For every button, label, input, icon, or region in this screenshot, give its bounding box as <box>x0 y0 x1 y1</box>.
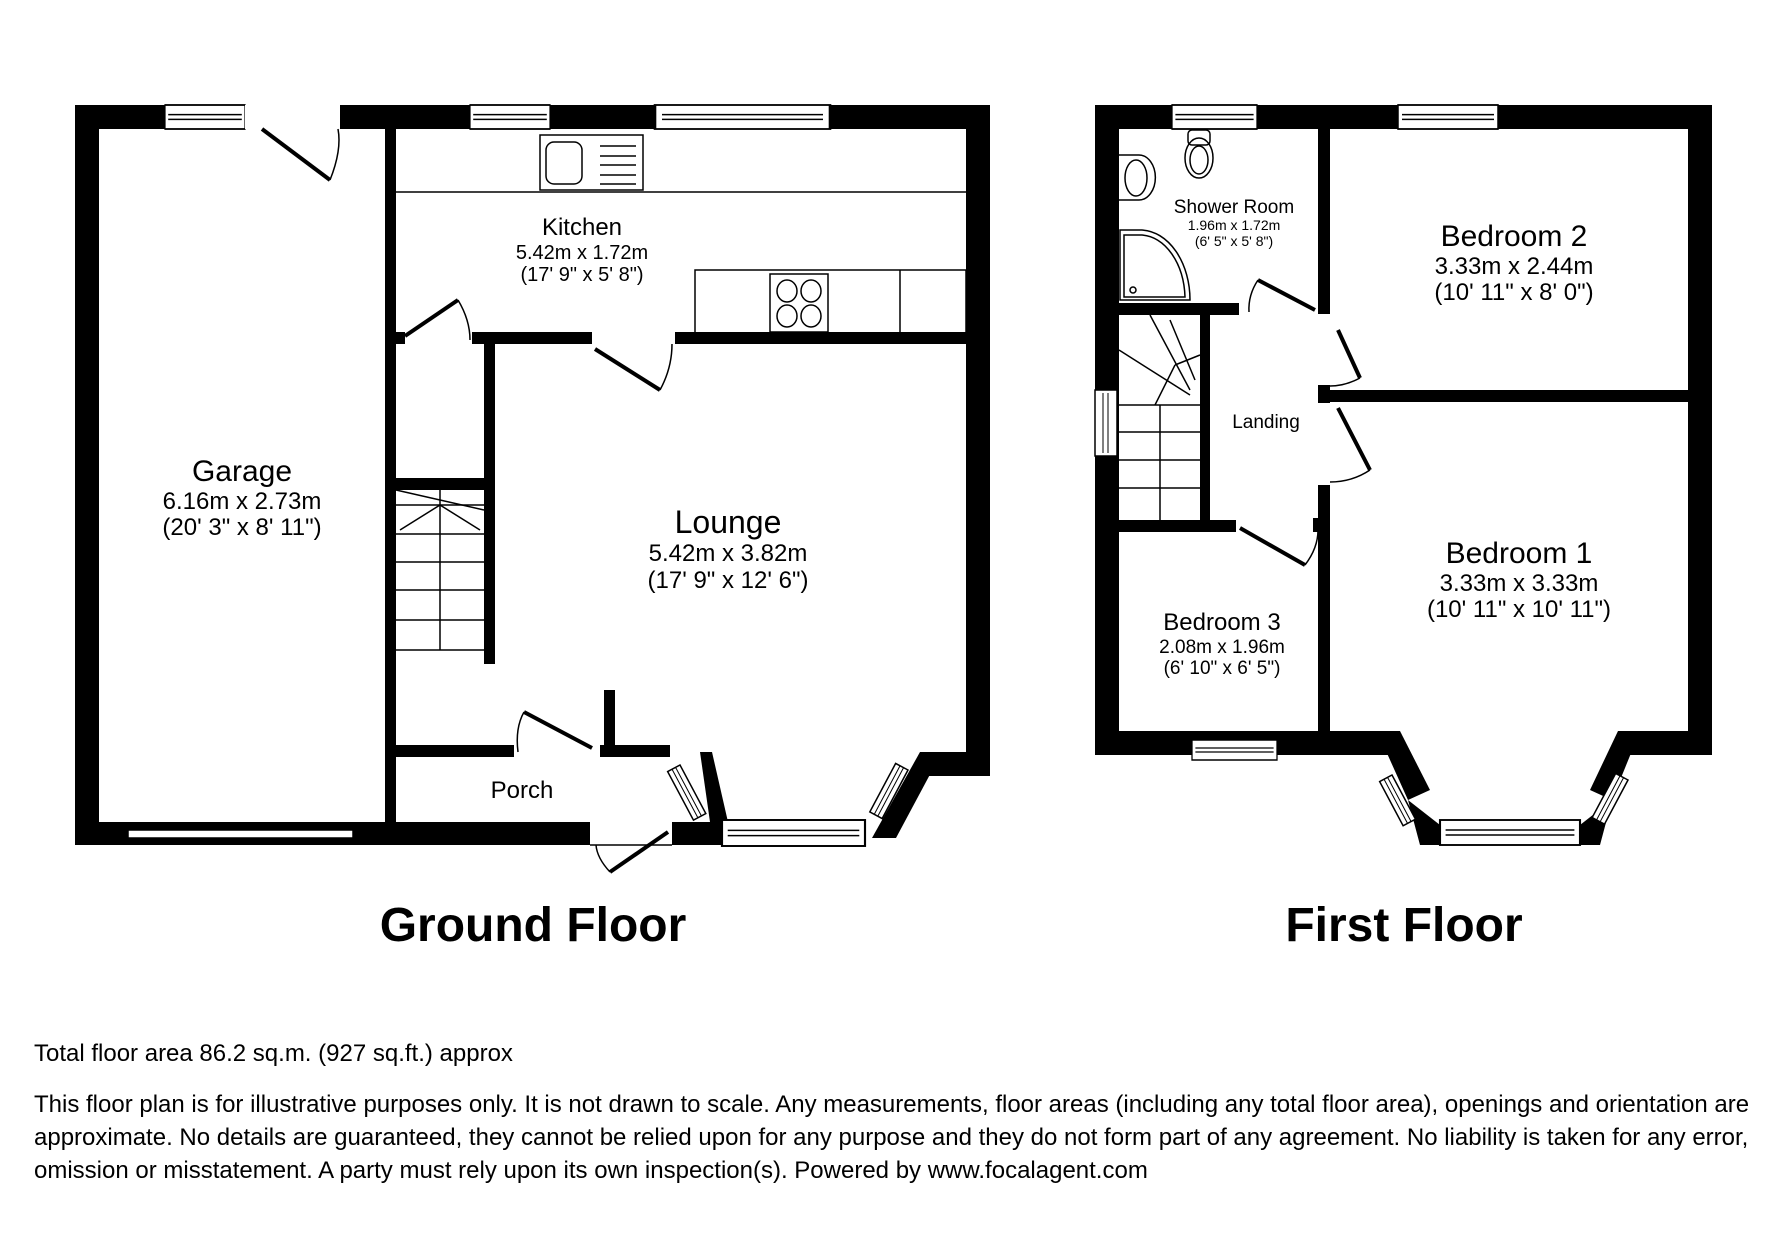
room-name: Lounge <box>674 504 782 540</box>
room-label-bedroom-2: Bedroom 2 3.33m x 2.44m (10' 11" x 8' 0"… <box>1434 220 1593 307</box>
room-dimensions-imperial: (17' 9" x 12' 6") <box>647 566 809 594</box>
room-dimensions-metric: 1.96m x 1.72m <box>1187 217 1281 234</box>
room-label-bedroom-1: Bedroom 1 3.33m x 3.33m (10' 11" x 10' 1… <box>1427 537 1611 624</box>
total-floor-area: Total floor area 86.2 sq.m. (927 sq.ft.)… <box>34 1040 513 1067</box>
room-dimensions-imperial: (10' 11" x 8' 0") <box>1434 279 1594 307</box>
disclaimer-text: This floor plan is for illustrative purp… <box>34 1091 1750 1184</box>
room-dimensions-metric: 6.16m x 2.73m <box>162 487 322 515</box>
ground-floor-plan <box>75 103 990 874</box>
room-label-kitchen: Kitchen 5.42m x 1.72m (17' 9" x 5' 8") <box>515 214 649 287</box>
window <box>469 104 551 130</box>
room-dimensions-imperial: (6' 5" x 5' 8") <box>1194 232 1274 249</box>
room-dimensions-imperial: (10' 11" x 10' 11") <box>1426 596 1612 624</box>
room-dimensions-metric: 2.08m x 1.96m <box>1159 636 1285 658</box>
room-label-bedroom-3: Bedroom 3 2.08m x 1.96m (6' 10" x 6' 5") <box>1159 609 1285 680</box>
ground-floor-title: Ground Floor <box>379 899 687 952</box>
room-label-lounge: Lounge 5.42m x 3.82m (17' 9" x 12' 6") <box>647 504 809 595</box>
room-name: Landing <box>1232 412 1300 433</box>
window <box>164 104 246 130</box>
floor-plan-drawing <box>75 103 1712 874</box>
room-name: Porch <box>490 777 554 804</box>
first-floor-plan <box>1094 104 1712 847</box>
room-dimensions-imperial: (17' 9" x 5' 8") <box>520 264 644 287</box>
room-name: Garage <box>191 455 293 488</box>
room-dimensions-metric: 3.33m x 2.44m <box>1434 252 1594 280</box>
room-label-landing: Landing <box>1232 412 1300 433</box>
room-label-porch: Porch <box>490 777 554 805</box>
room-label-garage: Garage 6.16m x 2.73m (20' 3" x 8' 11") <box>162 455 321 542</box>
room-dimensions-metric: 5.42m x 3.82m <box>648 539 808 567</box>
room-name: Bedroom 1 <box>1445 537 1593 570</box>
window <box>653 103 832 131</box>
room-name: Shower Room <box>1173 197 1295 218</box>
room-dimensions-imperial: (6' 10" x 6' 5") <box>1163 658 1281 680</box>
room-name: Kitchen <box>541 214 623 241</box>
first-floor-title: First Floor <box>1285 899 1523 952</box>
window <box>720 818 867 848</box>
room-dimensions-imperial: (20' 3" x 8' 11") <box>162 514 322 542</box>
room-label-shower-room: Shower Room 1.96m x 1.72m (6' 5" x 5' 8"… <box>1174 197 1294 250</box>
room-name: Bedroom 3 <box>1163 609 1281 636</box>
room-name: Bedroom 2 <box>1440 220 1588 253</box>
room-dimensions-metric: 5.42m x 1.72m <box>515 241 649 264</box>
room-dimensions-metric: 3.33m x 3.33m <box>1439 569 1599 597</box>
